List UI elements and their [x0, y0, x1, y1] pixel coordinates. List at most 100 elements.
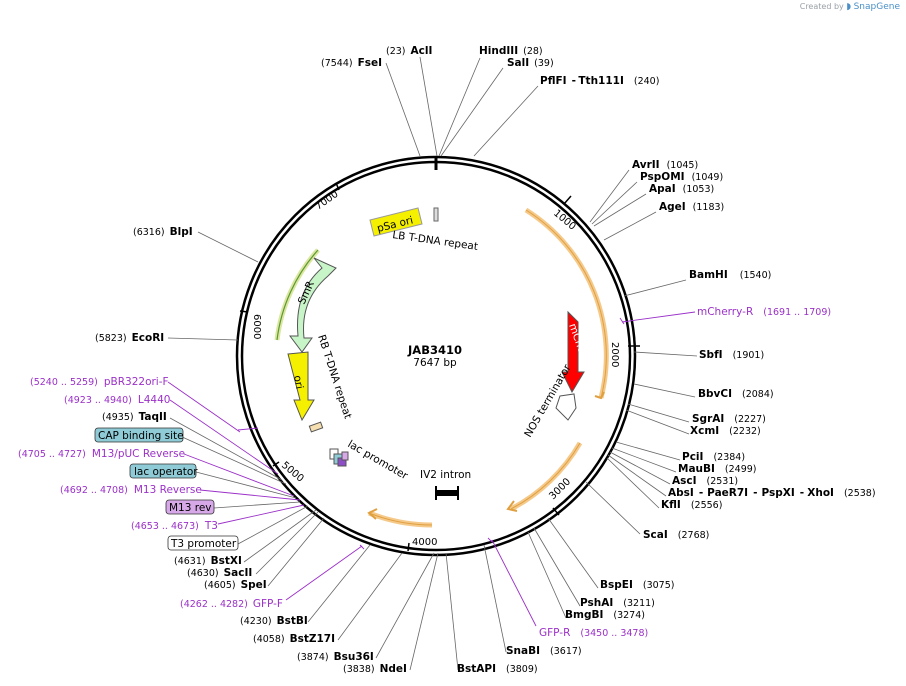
- primer-mark-gfp-r: [487, 537, 493, 543]
- leader-lac-operator: [195, 471, 297, 499]
- tick-label-6000: 6000: [251, 314, 262, 339]
- site-sacii: (4630)SacII: [187, 567, 252, 579]
- leader-snabi: [483, 544, 507, 653]
- tick-5000: [272, 461, 280, 467]
- leader-bstapi: [445, 552, 459, 671]
- site-apai-pos: (1053): [683, 184, 715, 195]
- leader-xcmi: [625, 409, 690, 435]
- feature-mcherry: [561, 310, 585, 394]
- site-xcmi-pos: (2232): [729, 426, 761, 437]
- tick-label-2000: 2000: [609, 342, 620, 367]
- site-maubi: MauBI(2499): [678, 463, 757, 475]
- lac-operator-label: lac operator: [134, 466, 198, 478]
- primer-t3-name: T3: [204, 520, 218, 532]
- site-bamhi-name: BamHI: [689, 269, 728, 281]
- tick-3000: [552, 507, 560, 516]
- leader-m13-rev: [213, 501, 301, 509]
- t3-promoter-box: [167, 535, 239, 551]
- site-blpi-name: BlpI: [170, 226, 193, 238]
- site-fsei-name: FseI: [358, 57, 382, 69]
- site-sgrai-name: SgrAI: [692, 413, 724, 425]
- feature-label-lac-promoter: lac promoter: [346, 438, 411, 482]
- site-tth111i-name: Tth111I: [578, 75, 623, 87]
- feature-label-lb-tdna: LB T-DNA repeat: [392, 229, 479, 253]
- site-ecori-pos: (5823): [95, 333, 127, 344]
- site-hindiii: HindIII(28): [479, 45, 543, 57]
- leader-bstxi: [243, 509, 317, 563]
- site-pflfi-name: PflFI: [540, 75, 567, 87]
- leader-pspomi: [591, 181, 638, 225]
- primer-m13-puc-reverse: (4705 .. 4727)M13/pUC Reverse: [18, 448, 185, 460]
- m13-rev-label: M13 rev: [169, 502, 212, 514]
- site-absi-name: AbsI: [668, 487, 694, 499]
- tick-label-7000: 7000: [313, 189, 340, 213]
- site-bstz17i-pos: (4058): [253, 634, 285, 645]
- feature-lb-tdna: [433, 207, 439, 222]
- orf-arc-smr-edge: [276, 249, 319, 341]
- site-bstxi-pos: (4631): [174, 556, 206, 567]
- feature-small-orf: [308, 421, 324, 433]
- site-bspei-name: BspEI: [600, 579, 633, 591]
- site-asci-name: AscI: [672, 475, 697, 487]
- site-sali-pos: (39): [534, 58, 554, 69]
- feature-lac-promoter: [329, 448, 349, 467]
- orf-arrow-mcherry: [594, 391, 605, 400]
- primer-l4440-pos: (4923 .. 4940): [64, 395, 132, 406]
- primer-pbr322ori-f: (5240 .. 5259)pBR322ori-F: [30, 376, 169, 388]
- site-acli-pos: (23): [386, 46, 406, 57]
- primer-gfp-r-name: GFP-R: [539, 627, 570, 639]
- site-bstxi: (4631) BstXI: [174, 555, 242, 567]
- site-bstapi-pos: (3809): [506, 664, 538, 675]
- site-pshai: PshAI(3211): [580, 597, 655, 609]
- site-spei-name: SpeI: [241, 579, 267, 591]
- leader-cap-site: [179, 435, 287, 485]
- leader-gfp-r: [491, 539, 537, 627]
- leader-bsu36i: [375, 552, 435, 659]
- orf-arc-gfp: [509, 441, 583, 512]
- leader-hindiii: [438, 57, 481, 157]
- primer-gfp-f-name: GFP-F: [253, 598, 283, 610]
- site-sali-name: SalI: [507, 57, 529, 69]
- plasmid-name: JAB3410: [407, 343, 462, 357]
- site-xhoi-name: XhoI: [807, 487, 834, 499]
- site-fsei-pos: (7544): [321, 58, 353, 69]
- site-avrii: AvrII (1045): [632, 159, 698, 171]
- lac-box-4: [341, 451, 349, 461]
- site-bsu36i-pos: (3874): [297, 652, 329, 663]
- site-blpi: (6316) BlpI: [133, 226, 193, 238]
- site-avrii-name: AvrII: [632, 159, 660, 171]
- leader-bstz17i: [337, 552, 403, 641]
- site-bstbi: (4230)BstBI: [240, 615, 308, 627]
- leader-acli: [419, 56, 438, 157]
- leader-spei: [267, 517, 325, 587]
- site-pcii: PciI(2384): [682, 451, 745, 463]
- site-acli-name: AclI: [411, 45, 433, 57]
- leader-pflfi: [473, 85, 539, 157]
- tick-7000: [335, 182, 340, 191]
- leader-apai: [593, 193, 647, 227]
- site-pflfi-pos: (240): [634, 76, 660, 87]
- primer-gfp-r: GFP-R(3450 .. 3478): [539, 627, 648, 639]
- site-bbvci: BbvCI(2084): [698, 388, 774, 400]
- leader-bbvci: [633, 383, 696, 398]
- site-xcmi-name: XcmI: [690, 425, 719, 437]
- site-agei: AgeI(1183): [659, 201, 724, 213]
- leader-maubi: [611, 447, 677, 473]
- primer-mark-mcherry-r: [619, 317, 625, 325]
- leader-sacii: [255, 511, 319, 575]
- site-pcii-name: PciI: [682, 451, 703, 463]
- orf-arc-gfp-2-edge: [368, 512, 433, 526]
- site-ecori: (5823)EcoRI: [95, 332, 164, 344]
- site-avrii-pos: (1045): [667, 160, 699, 171]
- site-bstapi-name: BstAPI: [457, 663, 496, 675]
- site-maubi-pos: (2499): [725, 464, 757, 475]
- site-bstxi-name: BstXI: [211, 555, 242, 567]
- site-asci: AscI(2531): [672, 475, 738, 487]
- site-blpi-pos: (6316): [133, 227, 165, 238]
- leader-sgrai: [627, 403, 690, 423]
- leader-t3: [217, 504, 305, 525]
- site-bmgbi-name: BmgBI: [565, 609, 603, 621]
- leader-pbr322ori-f: [167, 381, 241, 433]
- leader-absi: [607, 454, 667, 497]
